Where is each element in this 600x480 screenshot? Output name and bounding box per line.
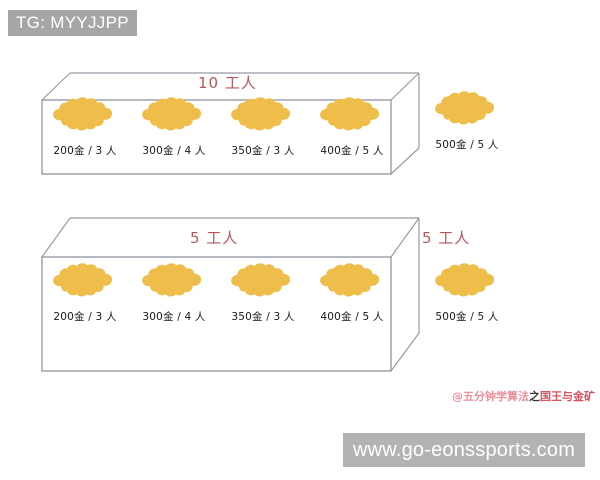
- gold-nugget-icon: [231, 263, 291, 297]
- nugget-cell-top-3: 350金 / 3 人: [220, 96, 306, 158]
- nugget-cell-bottom-4: 400金 / 5 人: [309, 262, 395, 324]
- nugget-caption: 200金 / 3 人: [53, 145, 117, 157]
- mine-box-bottom-shape: [41, 217, 420, 372]
- gold-nugget-icon: [320, 97, 380, 131]
- nugget-caption: 400金 / 5 人: [320, 311, 384, 323]
- nugget-caption: 350金 / 3 人: [231, 145, 295, 157]
- credit-part3: 国王与金矿: [540, 390, 595, 403]
- nugget-caption: 400金 / 5 人: [320, 145, 384, 157]
- nugget-caption: 300金 / 4 人: [142, 145, 206, 157]
- outside-workers-label: 5 工人: [422, 229, 471, 247]
- gold-nugget-icon: [231, 97, 291, 131]
- channel-tag-badge: TG: MYYJJPP: [8, 10, 137, 36]
- author-credit: @五分钟学算法之国王与金矿: [452, 388, 595, 404]
- nugget-caption: 350金 / 3 人: [231, 311, 295, 323]
- nugget-caption: 500金 / 5 人: [435, 139, 499, 151]
- gold-nugget-icon: [142, 97, 202, 131]
- nugget-cell-top-outside: 500金 / 5 人: [424, 90, 510, 152]
- mine-box-top: [40, 70, 420, 178]
- gold-nugget-icon: [142, 263, 202, 297]
- nugget-cell-bottom-outside: 500金 / 5 人: [424, 262, 510, 324]
- gold-nugget-icon: [435, 263, 495, 297]
- nugget-cell-top-2: 300金 / 4 人: [131, 96, 217, 158]
- mine-box-bottom: [40, 215, 420, 375]
- credit-part1: 五分钟学算法: [463, 390, 529, 403]
- gold-nugget-icon: [53, 263, 113, 297]
- nugget-cell-bottom-2: 300金 / 4 人: [131, 262, 217, 324]
- mine-box-bottom-label: 5 工人: [190, 229, 239, 247]
- gold-nugget-icon: [320, 263, 380, 297]
- nugget-cell-top-1: 200金 / 3 人: [42, 96, 128, 158]
- mine-box-top-label: 10 工人: [198, 74, 257, 92]
- site-watermark-badge: www.go-eonssports.com: [343, 433, 586, 467]
- gold-nugget-icon: [53, 97, 113, 131]
- credit-at: @: [452, 390, 463, 403]
- nugget-cell-bottom-1: 200金 / 3 人: [42, 262, 128, 324]
- gold-nugget-icon: [435, 91, 495, 125]
- nugget-caption: 500金 / 5 人: [435, 311, 499, 323]
- nugget-cell-bottom-3: 350金 / 3 人: [220, 262, 306, 324]
- nugget-caption: 200金 / 3 人: [53, 311, 117, 323]
- nugget-cell-top-4: 400金 / 5 人: [309, 96, 395, 158]
- mine-box-top-shape: [41, 72, 420, 175]
- nugget-caption: 300金 / 4 人: [142, 311, 206, 323]
- credit-part2: 之: [529, 390, 540, 403]
